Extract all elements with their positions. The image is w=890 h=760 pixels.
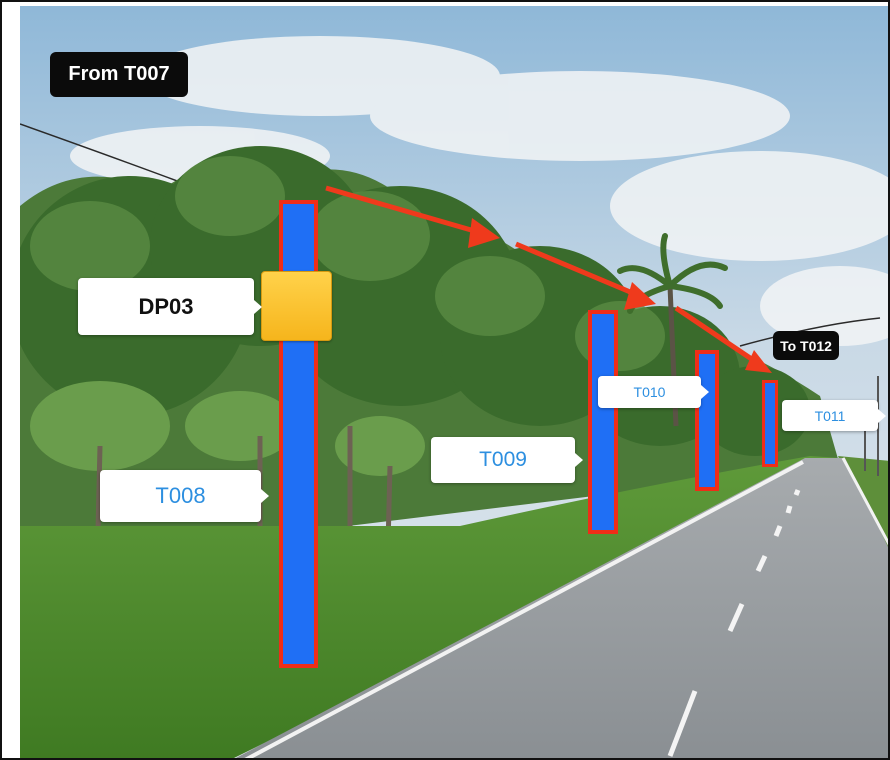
pole-t009 <box>588 310 618 534</box>
road <box>235 458 888 758</box>
pole-label-t011: T011 <box>782 400 878 431</box>
papaya-plants <box>30 381 425 476</box>
left-grass <box>20 456 840 758</box>
from-label: From T007 <box>50 52 188 97</box>
pole-t010 <box>695 350 719 491</box>
route-arrow-2 <box>515 241 636 297</box>
distribution-point-box <box>261 271 332 341</box>
street-scene <box>20 6 888 758</box>
route-arrow-3-head <box>745 350 772 373</box>
pole-t011 <box>762 380 778 467</box>
to-label: To T012 <box>773 331 839 360</box>
route-arrow-2-head <box>624 282 656 310</box>
route-arrow-1 <box>325 185 479 235</box>
center-dashes <box>667 489 801 757</box>
route-arrow-1-head <box>468 218 500 248</box>
street-photo: From T007 To T012 DP03 T008 T009 T010 T0… <box>20 6 888 758</box>
pole-label-t008: T008 <box>100 470 261 522</box>
road-edge-line-left <box>244 460 804 758</box>
pole-label-t010: T010 <box>598 376 701 408</box>
road-edge-line-right <box>841 457 888 546</box>
clouds <box>70 36 888 346</box>
dp03-label: DP03 <box>78 278 254 335</box>
route-arrows <box>325 185 772 373</box>
pole-label-t009: T009 <box>431 437 575 483</box>
route-arrow-3 <box>674 305 758 365</box>
